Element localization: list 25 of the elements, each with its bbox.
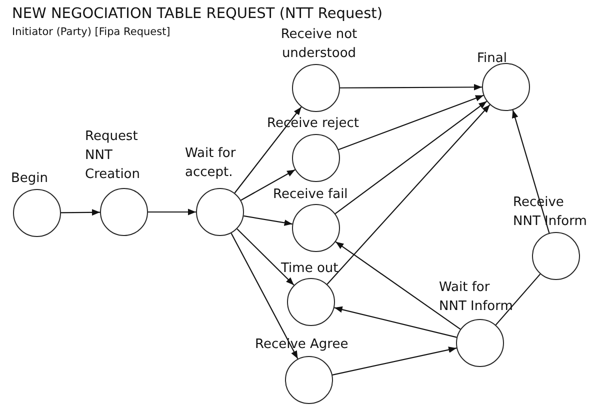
arrow — [61, 209, 100, 216]
diagram-title: NEW NEGOCIATION TABLE REQUEST (NTT Request) — [12, 6, 382, 22]
arrow — [230, 232, 298, 360]
arrow — [335, 241, 461, 330]
arrow — [334, 306, 457, 338]
arrow — [244, 215, 292, 226]
arrow — [512, 110, 550, 234]
arrow — [332, 346, 457, 376]
state-label: Final — [477, 50, 507, 68]
arrow — [334, 100, 488, 214]
state-label: Begin — [11, 170, 48, 188]
arrow — [234, 106, 302, 194]
arrow — [338, 94, 484, 150]
state-label: Time out — [281, 260, 338, 278]
state-label: Receive not understood — [280, 26, 358, 63]
arrow — [340, 84, 482, 90]
subtitle: Initiator (Party) [Fipa Request] — [12, 26, 170, 38]
arrow — [236, 228, 294, 286]
arrow — [240, 169, 296, 201]
state-label: Receive fail — [273, 186, 348, 204]
state-label: Wait for NNT Inform — [439, 279, 514, 316]
state-label: Wait for accept. — [185, 145, 237, 182]
arrow — [326, 104, 490, 285]
arrow — [148, 208, 196, 216]
state-label: Request NNT Creation — [85, 128, 142, 184]
